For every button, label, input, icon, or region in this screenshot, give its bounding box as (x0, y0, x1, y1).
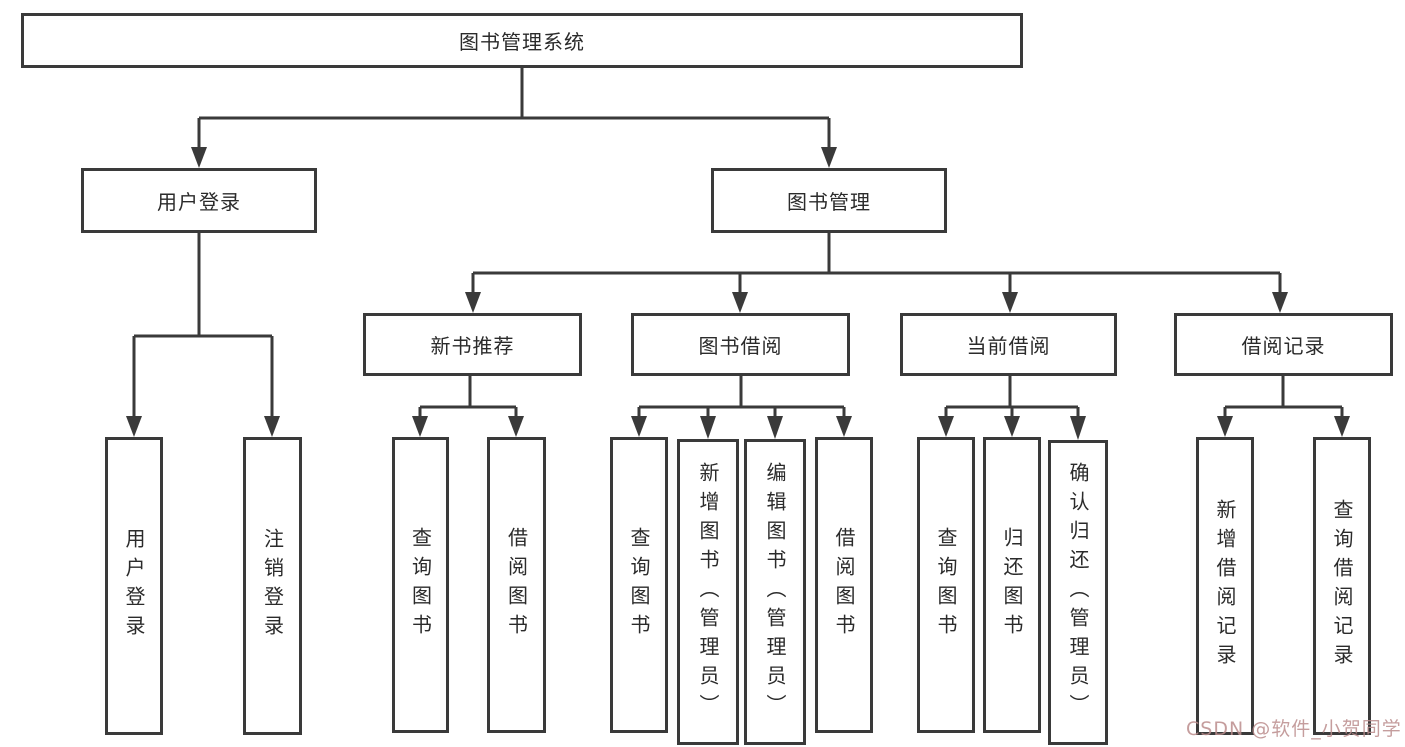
leaf-label: 新增借阅记录 (1213, 499, 1237, 673)
leaf-borrow-books-recommend: 借阅图书 (487, 437, 546, 733)
leaf-user-login: 用户登录 (105, 437, 163, 735)
leaf-add-books-admin: 新增图书（管理员） (677, 439, 739, 745)
leaf-label: 借阅图书 (504, 527, 529, 643)
leaf-query-books-borrowing: 查询图书 (610, 437, 668, 733)
node-current-borrowing: 当前借阅 (900, 313, 1117, 376)
leaf-label: 借阅图书 (832, 527, 856, 643)
node-book-management: 图书管理 (711, 168, 947, 233)
leaf-label: 新增图书（管理员） (696, 461, 720, 723)
leaf-confirm-return-admin: 确认归还（管理员） (1048, 440, 1108, 745)
node-new-book-recommendation: 新书推荐 (363, 313, 582, 376)
leaf-return-books: 归还图书 (983, 437, 1041, 733)
leaf-label: 查询图书 (408, 527, 433, 643)
leaf-label: 注销登录 (260, 528, 285, 644)
leaf-borrow-books-borrowing: 借阅图书 (815, 437, 873, 733)
leaf-label: 查询图书 (627, 527, 651, 643)
node-user-login: 用户登录 (81, 168, 317, 233)
leaf-label: 用户登录 (122, 528, 146, 644)
csdn-watermark: CSDN @软件_小贺同学 (1186, 718, 1402, 740)
node-borrowing-records: 借阅记录 (1174, 313, 1393, 376)
leaf-query-books-recommend: 查询图书 (392, 437, 449, 733)
leaf-label: 编辑图书（管理员） (763, 461, 787, 723)
leaf-logout: 注销登录 (243, 437, 302, 735)
leaf-query-books-current: 查询图书 (917, 437, 975, 733)
leaf-label: 确认归还（管理员） (1066, 462, 1090, 723)
leaf-edit-books-admin: 编辑图书（管理员） (744, 439, 806, 745)
leaf-label: 查询借阅记录 (1330, 499, 1354, 673)
leaf-query-borrow-record: 查询借阅记录 (1313, 437, 1371, 735)
leaf-label: 查询图书 (934, 527, 958, 643)
node-book-borrowing: 图书借阅 (631, 313, 850, 376)
leaf-add-borrow-record: 新增借阅记录 (1196, 437, 1254, 735)
node-library-management-system: 图书管理系统 (21, 13, 1023, 68)
leaf-label: 归还图书 (1000, 527, 1024, 643)
